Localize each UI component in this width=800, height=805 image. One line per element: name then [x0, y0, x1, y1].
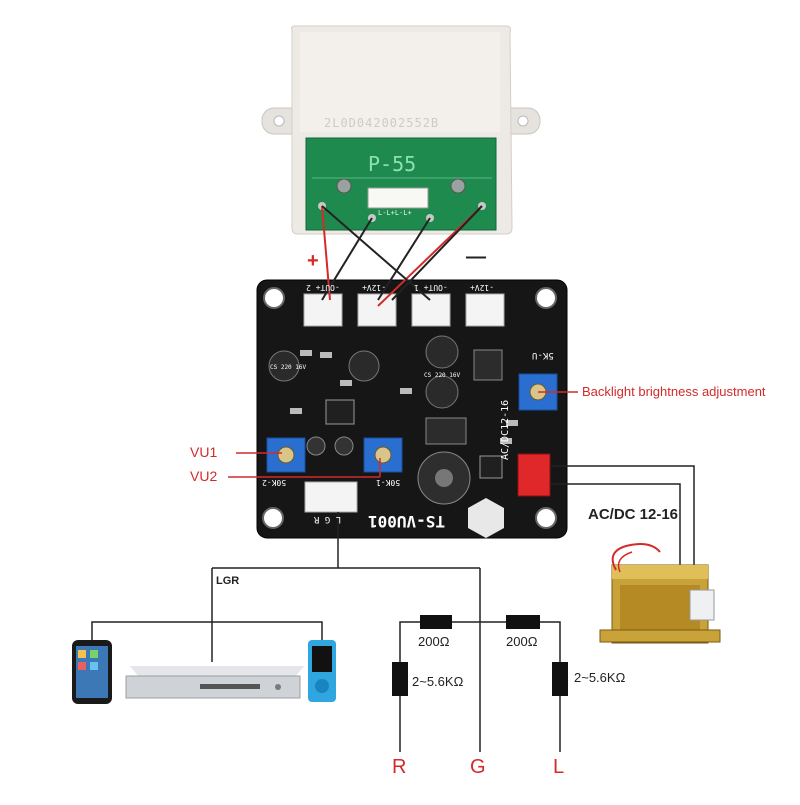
dvd-player: [125, 666, 304, 699]
acdc-label: AC/DC 12-16: [588, 506, 679, 523]
lgr-label: LGR: [216, 575, 240, 587]
input-connector: [304, 481, 358, 513]
meter-connector: [367, 187, 429, 209]
pot-vu2: [363, 437, 403, 473]
power-connector: [517, 453, 551, 497]
board-cap-big-label: CS 220 16V: [424, 372, 461, 379]
resistor-leg-right: [552, 662, 568, 696]
main-board: [256, 279, 568, 539]
connector-jp3: [357, 293, 397, 327]
media-player: [308, 640, 336, 702]
board-pot-50k-1-label: 50K-1: [376, 478, 401, 487]
resistor-200-left: [420, 615, 452, 629]
board-cap-small-label: CS 220 16V: [270, 364, 307, 371]
leader-lines: [228, 391, 578, 478]
board-jp5-label: -OUT+ 2: [306, 283, 340, 292]
meter-model: P-55: [368, 152, 417, 176]
resistor-200-right-label: 200Ω: [506, 634, 538, 649]
board-input-label: L G R: [314, 514, 342, 524]
output-l-label: L: [553, 756, 565, 778]
plus-label: +: [307, 250, 319, 272]
input-wiring: [91, 512, 561, 752]
resistor-leg-right-label: 2~5.6KΩ: [574, 670, 626, 685]
board-pot-50k-2-label: 50K-2: [262, 478, 287, 487]
power-wires: [550, 465, 695, 568]
connector-jp4: [411, 293, 451, 327]
vu2-label: VU2: [190, 468, 218, 484]
transformer: [599, 543, 721, 644]
resistor-leg-left-label: 2~5.6KΩ: [412, 674, 464, 689]
meter-serial: 2L0D042002552B: [324, 116, 440, 130]
board-power-label: AC/DC12-16: [500, 399, 511, 460]
output-g-label: G: [470, 756, 486, 778]
board-jp4-label: -OUT+ 1: [414, 283, 448, 292]
connector-jp2: [465, 293, 505, 327]
minus-label: —: [466, 246, 486, 268]
board-name: TS-VU001: [368, 512, 446, 531]
backlight-label: Backlight brightness adjustment: [582, 384, 766, 399]
board-jp3-label: -12V+: [362, 283, 387, 292]
vu1-label: VU1: [190, 444, 218, 460]
resistor-200-left-label: 200Ω: [418, 634, 450, 649]
meter-wires: [321, 205, 483, 307]
vu-meter: [261, 25, 541, 235]
resistor-network: [392, 615, 568, 696]
resistor-leg-left: [392, 662, 408, 696]
resistor-200-right: [506, 615, 540, 629]
output-r-label: R: [392, 756, 407, 778]
smartphone: [72, 640, 112, 704]
meter-terminals: L-L+L-L+: [378, 209, 412, 217]
board-pot-5k-label: 5K-U: [532, 350, 554, 360]
board-jp2-label: -12V+: [470, 283, 495, 292]
